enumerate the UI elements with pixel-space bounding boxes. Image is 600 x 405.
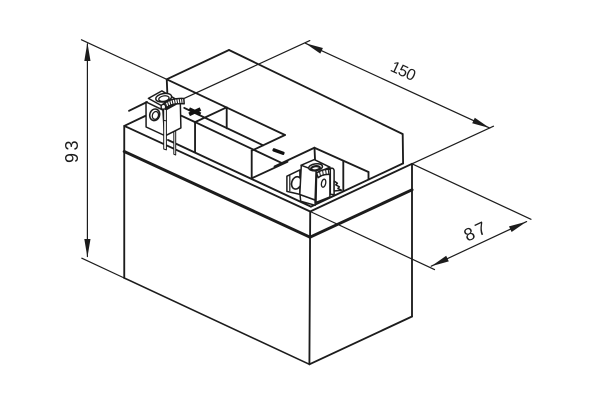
svg-text:93: 93 — [62, 138, 82, 163]
